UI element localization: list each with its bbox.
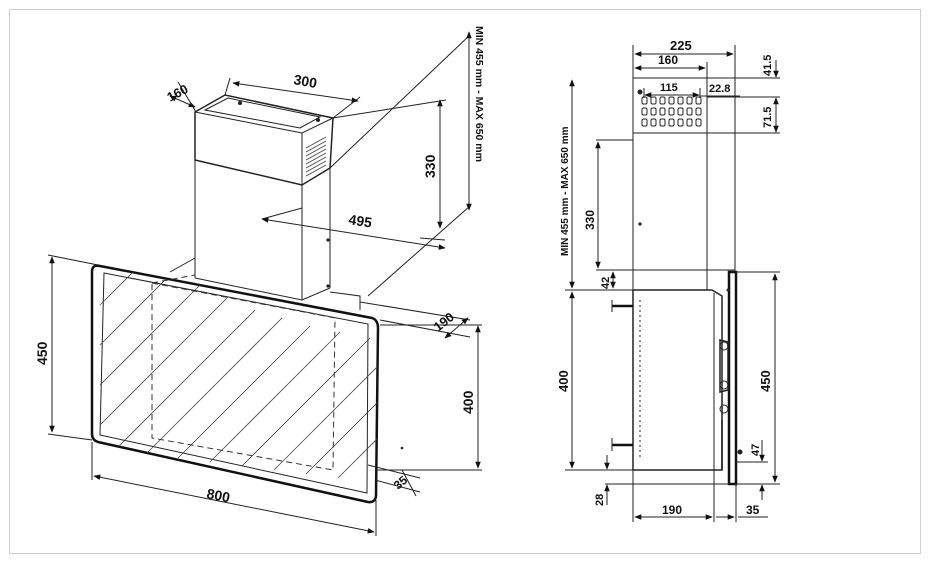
dim-right-41-5: 41.5	[762, 55, 774, 76]
dim-left-160: 160	[164, 81, 190, 104]
dim-left-35: 35	[391, 473, 410, 493]
dim-right-71-5: 71.5	[762, 107, 774, 128]
dim-right-22-8: 22.8	[709, 83, 730, 95]
dim-right-400: 400	[556, 370, 571, 392]
side-chimney	[632, 77, 708, 291]
dim-right-42: 42	[600, 277, 612, 289]
dim-right-28: 28	[594, 494, 606, 506]
dim-right-minmax: MIN 455 mm - MAX 650 mm	[560, 126, 571, 256]
dim-right-115: 115	[660, 82, 678, 94]
dim-right-190: 190	[662, 503, 682, 517]
side-body	[611, 270, 743, 486]
dim-left-800: 800	[205, 485, 231, 505]
dim-left-400: 400	[460, 390, 476, 414]
isometric-view: 160 300 330 495 190 400 450 800 35 MIN 4…	[34, 26, 485, 536]
chimney-lower	[169, 160, 361, 310]
dim-right-330: 330	[583, 210, 597, 230]
side-view: 225 160 115 22.8 41.5 71.5 MIN 455 mm - …	[556, 38, 780, 522]
dim-left-495: 495	[348, 211, 374, 230]
side-vent-slots	[641, 96, 702, 127]
right-dimension-lines	[565, 45, 780, 522]
dim-right-160: 160	[658, 53, 678, 67]
dim-right-450: 450	[758, 370, 773, 392]
drawing-frame	[9, 9, 921, 554]
chimney-upper-box	[194, 94, 334, 186]
glass-panel	[90, 264, 404, 504]
dim-right-225: 225	[670, 38, 692, 53]
dim-left-minmax: MIN 455 mm - MAX 650 mm	[473, 26, 485, 162]
dim-left-450: 450	[34, 341, 50, 365]
left-dimension-lines	[47, 31, 482, 536]
dim-right-35: 35	[746, 503, 760, 517]
dim-left-300: 300	[292, 71, 318, 91]
dim-left-330: 330	[422, 154, 438, 178]
dim-right-47: 47	[750, 444, 762, 456]
